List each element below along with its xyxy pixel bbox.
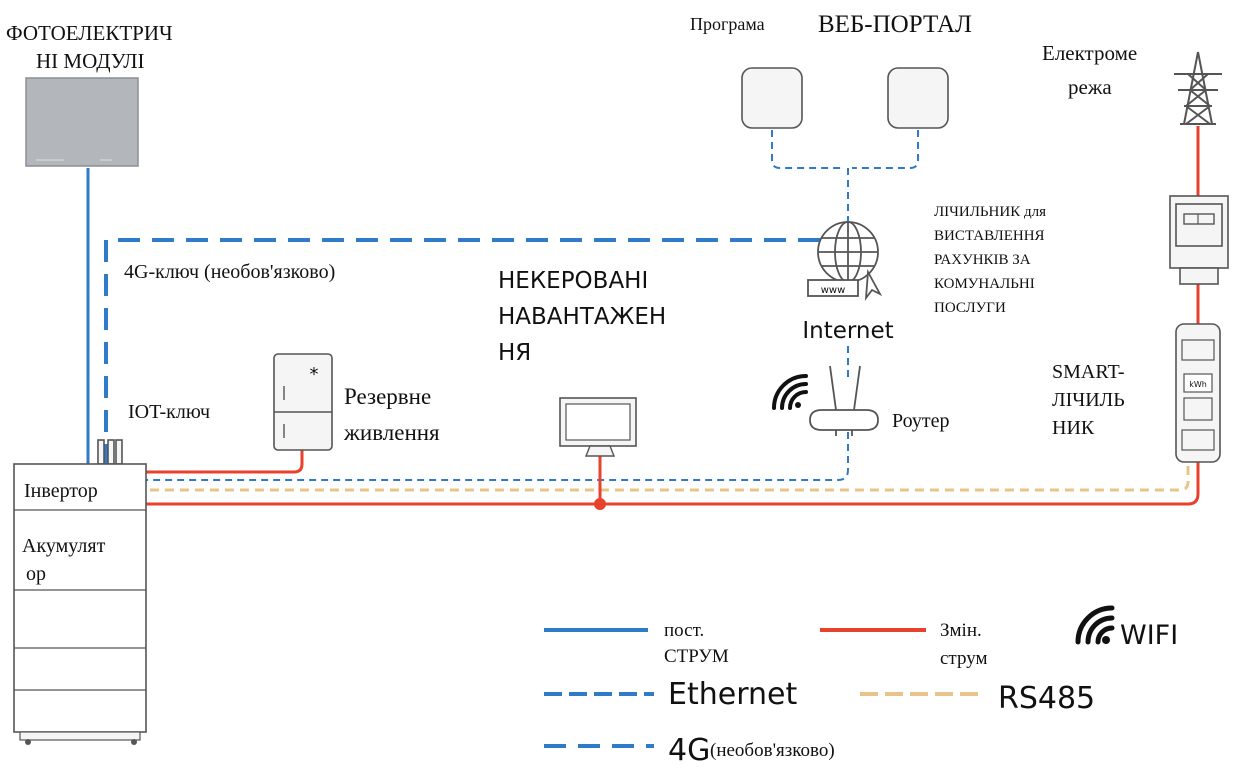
ethernet-line-portal [852,130,919,169]
ethernet-line-app [771,130,842,169]
utility-meter-label-3: РАХУНКІВ ЗА [934,252,1031,268]
app-device-icon [741,67,803,129]
router-icon [809,365,879,436]
legend-wifi-icon [1075,605,1115,645]
backup-label-2: живлення [343,420,440,445]
rs485-line-meter-inverter [146,466,1190,492]
monitor-icon [559,397,637,457]
inverter-battery-stack-icon [13,439,147,745]
utility-meter-icon [1169,195,1229,285]
ac-line-backup-inverter [146,450,304,474]
wifi-icon [772,374,808,410]
legend-fourg-note: (необов'язково) [710,740,835,761]
legend-dc-label-2: СТРУМ [664,646,729,667]
svg-text:*: * [310,364,319,385]
www-label: www [821,285,846,296]
program-label: Програма [690,14,765,34]
internet-label: Internet [802,318,893,344]
ethernet-line-router-inverter [146,432,849,481]
loads-label-2: НАВАНТАЖЕН [498,304,666,330]
smart-meter-label-2: ЛІЧИЛЬ [1052,389,1125,411]
grid-label-1: Електроме [1042,41,1137,65]
utility-meter-label-5: ПОСЛУГИ [934,300,1006,316]
connection-lines [86,126,1200,510]
battery-label-1: Акумулят [22,535,106,557]
legend-ethernet-label: Ethernet [668,677,797,712]
fourg-dongle-label: 4G-ключ (необов'язково) [124,261,335,283]
legend-dc-label-1: пост. [664,620,704,641]
backup-label-1: Резервне [344,384,431,409]
utility-meter-label-1: ЛІЧИЛЬНИК для [934,204,1046,220]
router-label: Роутер [892,410,949,432]
fourg-line-loop [104,238,820,464]
pv-modules-label-2: НІ МОДУЛІ [36,49,145,73]
web-portal-label: ВЕБ-ПОРТАЛ [818,11,972,38]
backup-panel-icon: * [273,353,333,451]
transmission-tower-icon [1174,51,1222,125]
ac-line-smartmeter-inverter [146,462,1200,506]
legend-ac-label-1: Змін. [940,620,982,641]
battery-label-2: ор [26,563,46,585]
grid-label-2: режа [1068,75,1112,99]
pv-modules-label-1: ФОТОЕЛЕКТРИЧ [6,21,173,45]
globe-icon [807,221,883,302]
loads-label-3: НЯ [498,340,531,366]
legend-rs485-label: RS485 [998,681,1095,716]
utility-meter-label-4: КОМУНАЛЬНІ [934,276,1035,292]
smart-meter-label-3: НИК [1052,417,1095,439]
legend-ac-label-2: струм [940,648,988,669]
iot-dongle-label: IOT-ключ [128,401,210,423]
loads-label-1: НЕКЕРОВАНІ [498,268,648,294]
inverter-label: Інвертор [24,480,98,502]
smart-meter-label-1: SMART- [1052,361,1125,383]
legend-fourg-label: 4G [668,733,710,768]
legend: пост. СТРУМ Змін. струм WIFI Ethernet RS… [544,605,1178,768]
ac-junction-dot [594,498,606,510]
web-portal-device-icon [887,67,949,129]
smart-meter-display: kWh [1189,380,1207,389]
legend-wifi-label: WIFI [1120,620,1178,651]
utility-meter-label-2: ВИСТАВЛЕННЯ [934,228,1045,244]
smart-meter-icon [1175,323,1221,463]
solar-panel-icon [25,77,139,167]
